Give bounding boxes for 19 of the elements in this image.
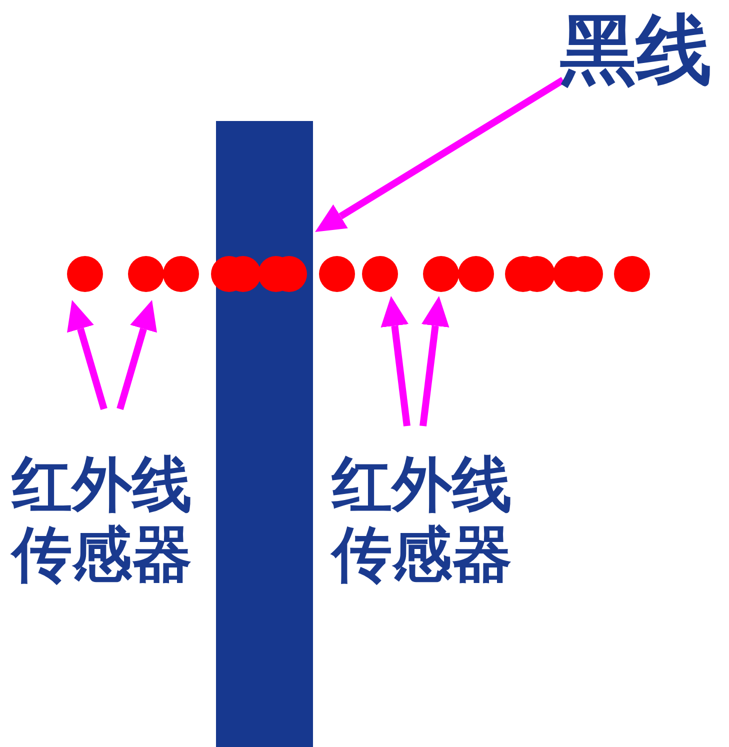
sensor-dot [211,256,236,292]
line-label: 黑线 [560,5,729,95]
arrow [67,300,108,410]
sensor-dot [67,256,103,292]
sensor-dot [614,256,650,292]
sensor-dot [458,256,494,292]
sensor-dot [505,256,530,292]
sensor-label: 红外线传感器 [12,410,212,590]
sensor-label: 红外线传感器 [332,410,532,590]
arrow [380,296,410,426]
track-strip [216,121,313,747]
sensor-dot [163,256,199,292]
sensor-dot [423,256,459,292]
leader-arrow [315,77,565,232]
sensor-dot [128,256,164,292]
sensor-dot [362,256,398,292]
arrow [116,300,157,410]
arrow [420,296,450,426]
sensor-dot [319,256,355,292]
